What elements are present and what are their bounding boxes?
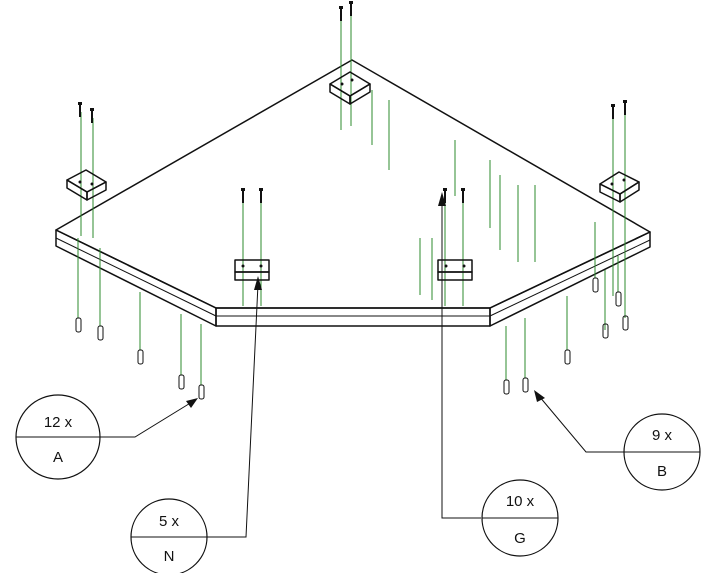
bracket-left	[66, 169, 107, 201]
screw-icon	[623, 100, 627, 115]
callout-g: 10 x G	[481, 479, 559, 557]
screw-icon	[259, 188, 263, 203]
screw-icon	[78, 102, 82, 117]
callout-a-part: A	[53, 449, 63, 466]
callout-g-part: G	[514, 530, 526, 547]
board-front-edge-right	[489, 231, 651, 327]
leader-b	[538, 395, 625, 453]
screw-icon	[241, 188, 245, 203]
callout-b-qty: 9 x	[652, 427, 673, 444]
bracket-top	[329, 71, 371, 105]
screw-icon	[339, 6, 343, 21]
corner-board	[55, 59, 651, 327]
pins-bottom	[75, 277, 629, 400]
board-edge-line-right	[489, 239, 651, 317]
callout-n-qty: 5 x	[159, 513, 180, 530]
leader-g	[441, 200, 481, 519]
leader-lines	[100, 192, 625, 538]
callout-a: 12 x A	[15, 394, 101, 480]
callout-b-part: B	[657, 463, 667, 480]
leader-a	[100, 401, 193, 438]
screw-icon	[461, 188, 465, 203]
arrow-head-b	[534, 390, 545, 402]
bracket-front-left	[234, 259, 270, 281]
screw-icon	[611, 104, 615, 119]
arrow-head-n	[254, 276, 262, 290]
board-front-edge	[55, 229, 217, 327]
bracket-right	[599, 171, 640, 203]
arrow-head-g	[438, 192, 446, 206]
callout-a-qty: 12 x	[44, 414, 73, 431]
arrow-head-a	[186, 398, 198, 408]
board-top-face	[55, 59, 651, 309]
screw-icon	[349, 1, 353, 16]
screw-icon	[443, 188, 447, 203]
callout-g-qty: 10 x	[506, 493, 535, 510]
guide-lines	[77, 14, 626, 385]
screw-icon	[90, 108, 94, 123]
bracket-front-right	[437, 259, 473, 281]
callout-n-part: N	[164, 548, 175, 565]
screws-top	[78, 1, 627, 203]
leader-n	[207, 283, 259, 538]
callout-n: 5 x N	[130, 498, 208, 573]
callout-b: 9 x B	[623, 413, 701, 491]
board-edge-line-left	[55, 237, 217, 317]
